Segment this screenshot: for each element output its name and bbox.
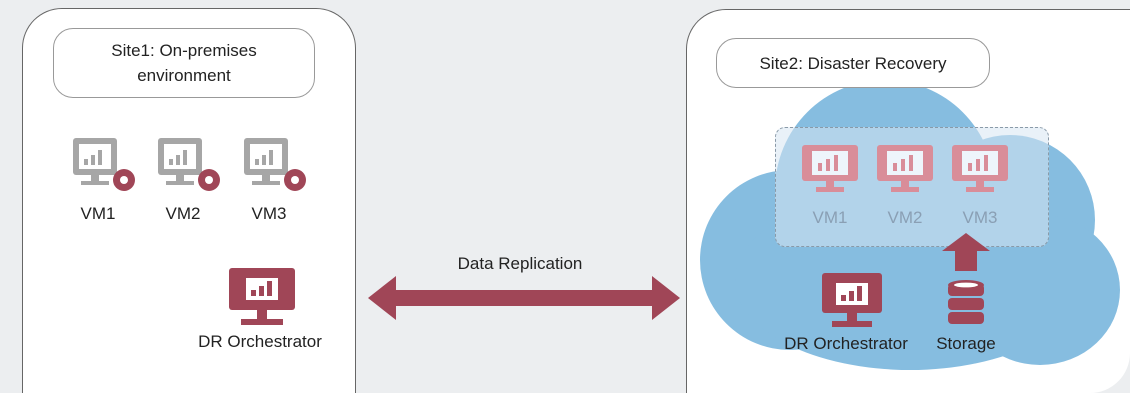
orchestrator-monitor-icon [822, 273, 882, 327]
vm-monitor-icon [73, 138, 135, 191]
site1-vm3-label: VM3 [251, 204, 287, 223]
replication-label: Data Replication [457, 254, 583, 273]
replica-vm-monitor-icon [802, 145, 858, 192]
site1-vm2-label: VM2 [165, 204, 201, 223]
orchestrator-monitor-icon [229, 268, 295, 325]
site2-orchestrator-label: DR Orchestrator [784, 334, 908, 353]
vm-monitor-icon [158, 138, 220, 191]
replica-vm-monitor-icon [877, 145, 933, 192]
site1-vm1-label: VM1 [80, 204, 116, 223]
restore-arrow-icon [942, 233, 990, 271]
site2-vm3-label: VM3 [962, 208, 998, 227]
vm-monitor-icon [244, 138, 306, 191]
bidirectional-arrow-icon [368, 276, 680, 320]
site2-vm1-label: VM1 [812, 208, 848, 227]
replica-vm-monitor-icon [952, 145, 1008, 192]
site1-title: Site1: On-premises environment [53, 28, 315, 98]
site2-storage-label: Storage [936, 334, 996, 353]
site2-title: Site2: Disaster Recovery [716, 38, 990, 88]
site2-vm2-label: VM2 [887, 208, 923, 227]
database-storage-icon [948, 280, 984, 324]
site1-orchestrator-label: DR Orchestrator [198, 332, 322, 351]
